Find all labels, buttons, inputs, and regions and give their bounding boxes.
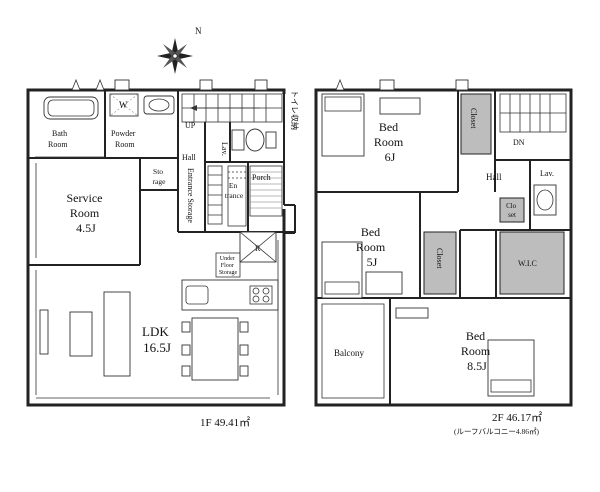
hall-label: Hall (182, 153, 197, 162)
toilet-sink (231, 129, 245, 151)
bed-1 (321, 93, 365, 157)
compass-north-label: N (195, 26, 202, 36)
entrance-storage-label: Entrance Storage (186, 168, 195, 223)
floor1-plan: Bath Room Powder Room W UP Lav. トイレ収納 Ha… (26, 78, 300, 429)
bedroom-3-label: Bed Room 8.5J (461, 329, 493, 373)
service-room-label: Service Room 4.5J (67, 191, 106, 235)
roof-balcony-label: (ルーフバルコニー4.86㎡) (454, 427, 540, 436)
refrigerator-label: R (255, 244, 261, 253)
bedroom-2-label: Bed Room 5J (356, 225, 388, 269)
coffee-table (69, 311, 93, 357)
wash-basin (143, 95, 175, 115)
kitchen-counter (181, 279, 279, 311)
floor2-plan: Bed Room 6J Closet DN Hall Lav. Clo set … (314, 78, 573, 436)
desk-1 (379, 97, 421, 115)
storage-label: Sto rage (153, 167, 167, 186)
closet-1 (460, 93, 492, 155)
bath-room-label: Bath Room (48, 129, 69, 149)
underfloor-storage-label: Under Floor Storage (219, 256, 238, 276)
tv-stand (39, 309, 49, 355)
lav-label: Lav. (220, 142, 229, 156)
toilet (245, 128, 265, 152)
bedroom-1-label: Bed Room 6J (374, 120, 406, 164)
balcony-area (321, 303, 385, 399)
ldk-label: LDK 16.5J (142, 324, 172, 355)
closet-small (499, 197, 525, 223)
compass-rose-icon: N (157, 26, 202, 74)
exterior-unit (199, 79, 213, 91)
entrance-label: En trance (225, 181, 244, 200)
bed-2 (321, 241, 363, 299)
dining-table (191, 317, 239, 381)
hall-2f-label: Hall (486, 172, 502, 182)
toilet-storage-label: トイレ収納 (290, 90, 300, 130)
staircase (181, 93, 283, 123)
washing-machine-label: W (119, 100, 128, 110)
staircase-2f (499, 93, 567, 133)
sofa (103, 291, 131, 377)
exterior-unit (254, 79, 268, 91)
balcony-label: Balcony (334, 348, 364, 358)
stairs-down-label: DN (513, 138, 525, 147)
closet-2 (423, 231, 457, 295)
bathtub (43, 96, 99, 120)
exterior-unit (114, 79, 130, 91)
closet-small-label: Clo set (506, 202, 518, 219)
wic-label: W.I.C (518, 259, 537, 268)
porch-label: Porch (252, 173, 271, 182)
floor1-area-label: 1F 49.41㎡ (200, 416, 250, 429)
floor2-area-label: 2F 46.17㎡ (492, 411, 542, 424)
stairs-up-label: UP (185, 121, 196, 130)
powder-room-label: Powder Room (111, 129, 137, 149)
walk-in-closet (499, 231, 565, 295)
closet-1-label: Closet (469, 108, 478, 129)
lav-2f-label: Lav. (540, 169, 554, 178)
closet-2-label: Closet (435, 248, 444, 269)
bed-3 (487, 339, 535, 397)
